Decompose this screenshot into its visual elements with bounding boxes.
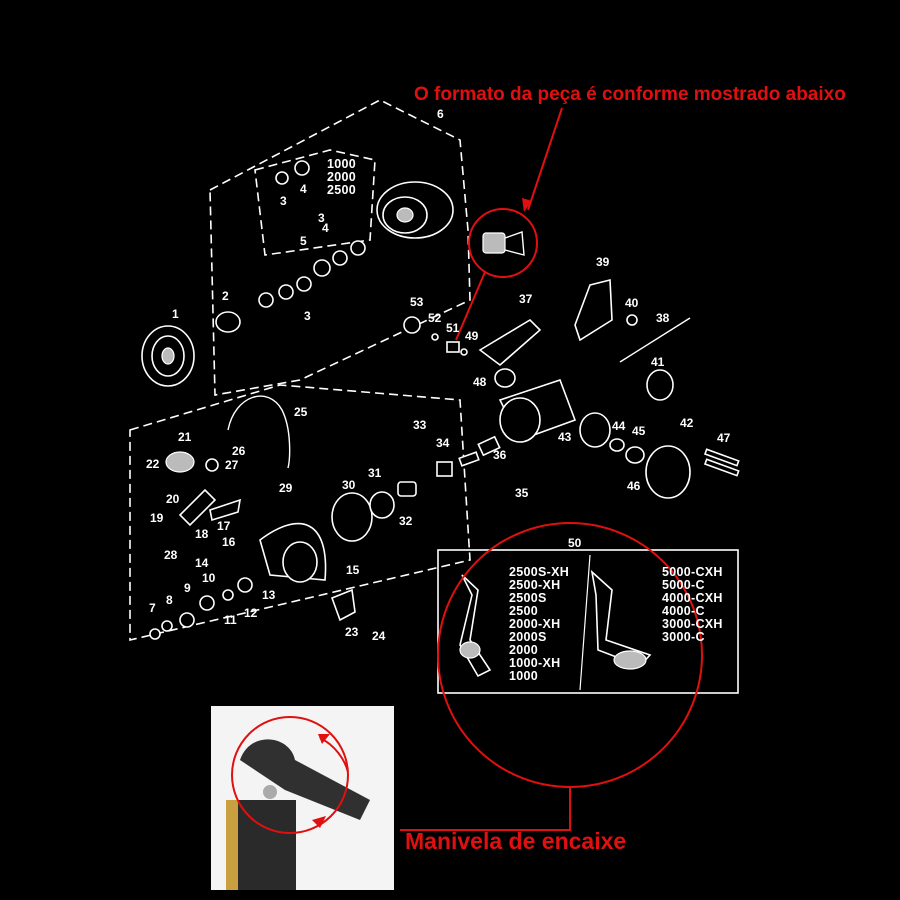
main-body-outline	[129, 384, 471, 642]
clip-ring-part	[215, 311, 241, 333]
part-number-label: 40	[625, 296, 639, 310]
part-number-label: 10	[202, 571, 216, 585]
handle-model-label: 3000-C	[662, 630, 705, 644]
part-number-label: 34	[436, 436, 450, 450]
part-number-label: 4	[322, 221, 329, 235]
part-number-label: 1	[172, 307, 179, 321]
part-number-label: 5	[300, 234, 307, 248]
handle-model-label: 4000-C	[662, 604, 705, 618]
handle-model-label: 2000S	[509, 630, 547, 644]
part-number-label: 3	[318, 211, 325, 225]
part-number-label: 20	[166, 492, 180, 506]
part-number-label: 4	[300, 182, 307, 196]
handle-model-label: 2000	[509, 643, 538, 657]
part-number-label: 16	[222, 535, 236, 549]
handle-model-label: 3000-CXH	[662, 617, 723, 631]
spool-cap-part	[141, 325, 195, 387]
washer-stack-part	[258, 160, 366, 308]
handle-model-label: 2500S	[509, 591, 547, 605]
part-number-label: 53	[410, 295, 424, 309]
part-number-label: 42	[680, 416, 694, 430]
part-number-label: 30	[342, 478, 356, 492]
part-number-label: 8	[166, 593, 173, 607]
handle-model-label: 1000	[509, 669, 538, 683]
part-number-label: 15	[346, 563, 360, 577]
part-number-label: 52	[428, 311, 442, 325]
part-number-label: 49	[465, 329, 479, 343]
part-number-label: 32	[399, 514, 413, 528]
part-number-label: 33	[413, 418, 427, 432]
part-number-label: 29	[279, 481, 293, 495]
part-number-label: 50	[568, 536, 582, 550]
handle-large-drawing	[590, 569, 652, 670]
rotor-assembly-part	[403, 278, 740, 499]
detail-leader	[455, 271, 486, 341]
shape-note-text: O formato da peça é conforme mostrado ab…	[414, 84, 846, 105]
part-number-label: 44	[612, 419, 626, 433]
part-number-label: 27	[225, 458, 239, 472]
part-number-label: 48	[473, 375, 487, 389]
part-number-label: 25	[294, 405, 308, 419]
spool-group-outline	[209, 99, 471, 396]
part-number-label: 3	[280, 194, 287, 208]
part-number-label: 51	[446, 321, 460, 335]
handle-model-label: 1000-XH	[509, 656, 560, 670]
part-number-label: 35	[515, 486, 529, 500]
top-note-arrow	[527, 107, 563, 211]
part-number-label: 3	[304, 309, 311, 323]
top-note-arrowhead	[522, 198, 532, 212]
handle-photo-inset	[211, 706, 394, 890]
part-number-label: 24	[372, 629, 386, 643]
handle-model-label: 2500-XH	[509, 578, 560, 592]
bottom-note-leader	[400, 787, 571, 831]
part-number-label: 26	[232, 444, 246, 458]
handle-model-label: 5000-CXH	[662, 565, 723, 579]
part-number-label: 28	[164, 548, 178, 562]
handle-variant-box	[437, 549, 739, 694]
part-number-label: 23	[345, 625, 359, 639]
part-number-label: 21	[178, 430, 192, 444]
handle-model-label: 2500S-XH	[509, 565, 569, 579]
body-parts	[149, 395, 501, 640]
snap-handle-caption: Manivela de encaixe	[405, 828, 627, 854]
part-number-label: 46	[627, 479, 641, 493]
spool-size-label: 2000	[327, 170, 356, 184]
part-number-label: 7	[149, 601, 156, 615]
part-number-label: 6	[437, 107, 444, 121]
part-number-label: 22	[146, 457, 160, 471]
part-number-label: 12	[244, 606, 258, 620]
part-number-label: 39	[596, 255, 610, 269]
part-number-label: 43	[558, 430, 572, 444]
part-number-label: 47	[717, 431, 731, 445]
spool-part	[376, 181, 454, 239]
washer-subgroup-outline	[254, 149, 376, 256]
part-number-label: 9	[184, 581, 191, 595]
part-number-label: 18	[195, 527, 209, 541]
bail-part-detail	[482, 231, 525, 256]
part-number-label: 17	[217, 519, 231, 533]
spool-size-label: 2500	[327, 183, 356, 197]
part-number-label: 41	[651, 355, 665, 369]
handle-model-label: 4000-CXH	[662, 591, 723, 605]
handle-model-label: 2000-XH	[509, 617, 560, 631]
spool-size-label: 1000	[327, 157, 356, 171]
handle-box-divider	[579, 554, 591, 691]
part-number-label: 14	[195, 556, 209, 570]
part-number-label: 37	[519, 292, 533, 306]
part-number-label: 31	[368, 466, 382, 480]
handle-model-label: 2500	[509, 604, 538, 618]
part-number-label: 13	[262, 588, 276, 602]
part-number-label: 36	[493, 448, 507, 462]
part-number-label: 38	[656, 311, 670, 325]
part-number-label: 2	[222, 289, 229, 303]
part-number-label: 11	[224, 613, 237, 627]
handle-model-label: 5000-C	[662, 578, 705, 592]
part-number-label: 45	[632, 424, 646, 438]
part-number-label: 19	[150, 511, 164, 525]
handle-small-drawing	[459, 574, 492, 678]
